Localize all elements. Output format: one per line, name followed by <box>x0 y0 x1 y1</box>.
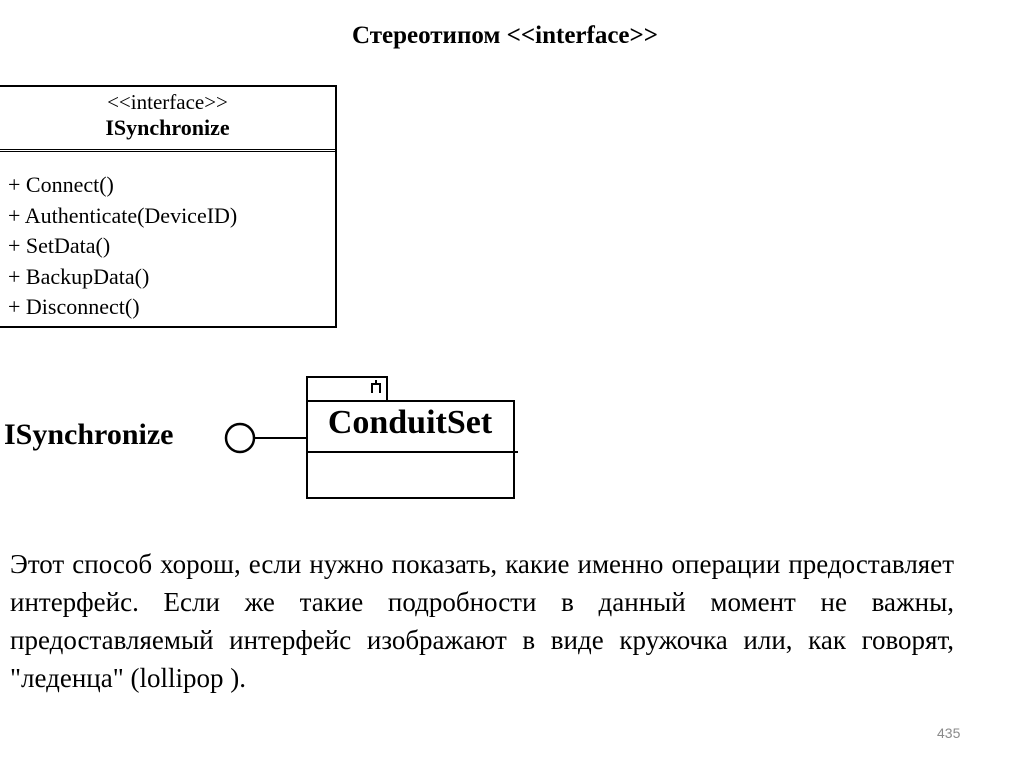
operation-item: + SetData() <box>8 233 111 258</box>
component-symbol <box>371 380 381 393</box>
lollipop-diagram <box>224 376 518 499</box>
interface-class-box: <<interface>> ISynchronize + Connect() +… <box>0 85 337 328</box>
lollipop-circle <box>224 422 256 454</box>
operation-item: + Authenticate(DeviceID) <box>8 202 238 228</box>
class-name: ConduitSet <box>327 404 493 441</box>
class-box <box>306 400 515 499</box>
operation-item: + BackupData() <box>8 263 150 289</box>
stereotype-label: <<interface>> <box>107 90 228 114</box>
description-paragraph: Этот способ хорош, если нужно показать, … <box>10 549 954 693</box>
operation-item: + Connect() <box>8 172 114 197</box>
operations-compartment: + Connect() + Authenticate(DeviceID) + S… <box>0 152 335 323</box>
interface-header: <<interface>> ISynchronize <box>0 87 335 152</box>
operation-item: + Disconnect() <box>8 294 140 319</box>
slide-title: Стереотипом <<interface>> <box>351 22 659 49</box>
interface-name: ISynchronize <box>105 115 230 140</box>
page-number: 435 <box>937 725 961 741</box>
lollipop-interface-label: ISynchronize <box>4 418 174 451</box>
